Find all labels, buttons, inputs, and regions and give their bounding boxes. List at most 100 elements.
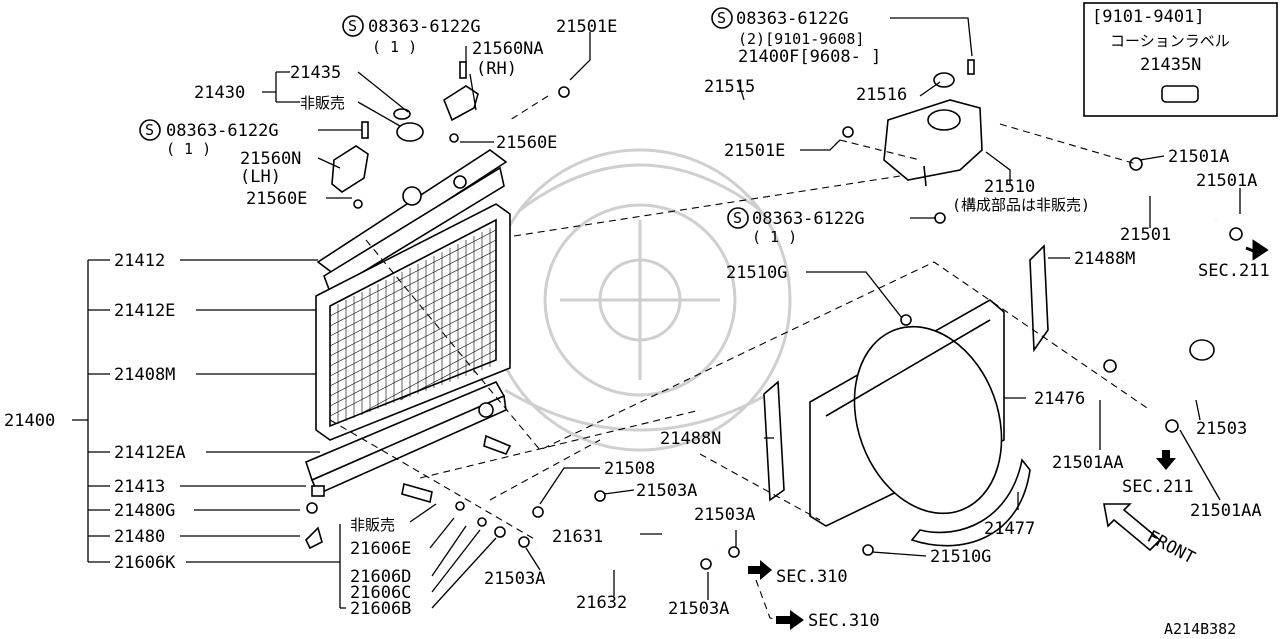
label-21412EA: 21412EA [114, 443, 186, 463]
label-21476: 21476 [1034, 389, 1085, 409]
label-front: FRONT [1144, 527, 1199, 569]
label-sec211-bottom: SEC.211 [1122, 477, 1194, 497]
seal-21488M [1029, 244, 1049, 353]
leader-lines [72, 17, 1241, 609]
label-21510: 21510 [984, 177, 1035, 197]
label-s-bolt-a: 08363-6122G [368, 17, 481, 37]
label-21501AA-2: 21501AA [1190, 501, 1262, 521]
svg-text:S: S [145, 121, 154, 139]
arrow-sec211-top-icon [1245, 239, 1269, 261]
label-21560NA: 21560NA [472, 39, 544, 59]
label-21503A-3: 21503A [484, 569, 545, 589]
label-21480: 21480 [114, 527, 165, 547]
label-21515: 21515 [704, 77, 755, 97]
label-21488N: 21488N [660, 429, 721, 449]
lower-hose-21503 [1103, 339, 1215, 433]
label-s-bolt-c-qty: (2)[9101-9608] [738, 30, 864, 48]
label-21606B: 21606B [350, 599, 411, 619]
label-21413: 21413 [114, 477, 165, 497]
hose-21631 [605, 510, 715, 549]
label-21501A-1: 21501A [1168, 147, 1229, 167]
label-21435: 21435 [290, 63, 341, 83]
inset-date: [9101-9401] [1092, 7, 1205, 27]
mount-brackets-upper [331, 61, 479, 209]
front-arrow-icon [1103, 503, 1162, 552]
label-hihanbai-1: 非販売 [300, 94, 345, 112]
s-symbol-d-icon [727, 207, 749, 229]
diagram-id: A214B382 [1164, 620, 1236, 638]
s-symbol-a-icon [342, 15, 364, 37]
s-symbol-c-icon [711, 7, 733, 29]
label-s-bolt-b-qty: ( 1 ) [166, 140, 211, 158]
label-21480G: 21480G [114, 501, 175, 521]
label-21501E-top: 21501E [556, 17, 617, 37]
label-21606D: 21606D [350, 567, 411, 587]
label-21516: 21516 [856, 85, 907, 105]
label-21501AA-1: 21501AA [1052, 453, 1124, 473]
seal-21488N [763, 380, 785, 502]
label-21400: 21400 [4, 411, 55, 431]
radiator-core-mesh [329, 228, 497, 424]
label-21501: 21501 [1120, 225, 1171, 245]
radiator [305, 149, 511, 497]
label-21560E-lower: 21560E [246, 189, 307, 209]
dashed-guides [329, 95, 1151, 621]
label-21606E: 21606E [350, 539, 411, 559]
label-21631: 21631 [552, 527, 603, 547]
label-21501A-2: 21501A [1196, 171, 1257, 191]
drain-cock-parts [401, 434, 512, 504]
direction-arrows [748, 239, 1269, 630]
radiator-cap [393, 108, 424, 142]
svg-text:S: S [348, 17, 357, 35]
svg-text:S: S [733, 209, 742, 227]
label-s-bolt-c: 08363-6122G [736, 9, 849, 29]
s-symbols: S S S S [139, 7, 749, 229]
upper-hose [558, 58, 854, 138]
fan-shroud [809, 299, 1005, 527]
label-21508: 21508 [604, 459, 655, 479]
label-21606C: 21606C [350, 583, 411, 603]
arrow-sec310-2-icon [776, 610, 804, 630]
label-21510-note: (構成部品は非販売) [952, 196, 1090, 214]
label-21408M: 21408M [114, 365, 175, 385]
label-21430: 21430 [194, 83, 245, 103]
label-21503A-1: 21503A [636, 481, 697, 501]
label-21560N-lh: (LH) [240, 167, 281, 187]
outlet-hose-21501 [1129, 157, 1243, 241]
label-s-bolt-d: 08363-6122G [752, 209, 865, 229]
svg-text:S: S [717, 9, 726, 27]
label-21503A-2: 21503A [694, 505, 755, 525]
label-21510G-top: 21510G [726, 263, 787, 283]
small-clamps [305, 314, 912, 570]
lower-shroud [910, 458, 1031, 547]
s-symbol-b-icon [139, 119, 161, 141]
label-21632: 21632 [576, 593, 627, 613]
label-21560E-upper: 21560E [496, 133, 557, 153]
inset-title: コーションラベル [1110, 32, 1230, 50]
label-21477: 21477 [984, 519, 1035, 539]
watermark-emblem [488, 148, 792, 452]
label-s-bolt-d-qty: ( 1 ) [752, 228, 797, 246]
label-21606K: 21606K [114, 553, 176, 573]
label-21488M: 21488M [1074, 249, 1135, 269]
caution-label-icon [1161, 85, 1199, 103]
label-21560NA-rh: (RH) [476, 59, 517, 79]
part-labels: 08363-6122G ( 1 ) 21501E 21560NA (RH) 21… [4, 9, 1270, 638]
label-s-bolt-b: 08363-6122G [166, 121, 279, 141]
inset-part: 21435N [1140, 55, 1201, 75]
label-sec211-top: SEC.211 [1198, 261, 1270, 281]
label-hihanbai-2: 非販売 [350, 516, 395, 534]
label-21400F: 21400F[9608- ] [738, 47, 881, 67]
label-s-bolt-a-qty: ( 1 ) [372, 38, 417, 56]
label-21510G-bottom: 21510G [930, 547, 991, 567]
label-sec310-2: SEC.310 [808, 611, 880, 631]
label-21503: 21503 [1196, 419, 1247, 439]
label-21412: 21412 [114, 251, 165, 271]
label-sec310-1: SEC.310 [776, 567, 848, 587]
arrow-sec310-1-icon [748, 560, 772, 580]
arrow-sec211-bottom-icon [1156, 450, 1176, 470]
label-21560N: 21560N [240, 149, 301, 169]
hose-21632 [534, 545, 699, 569]
